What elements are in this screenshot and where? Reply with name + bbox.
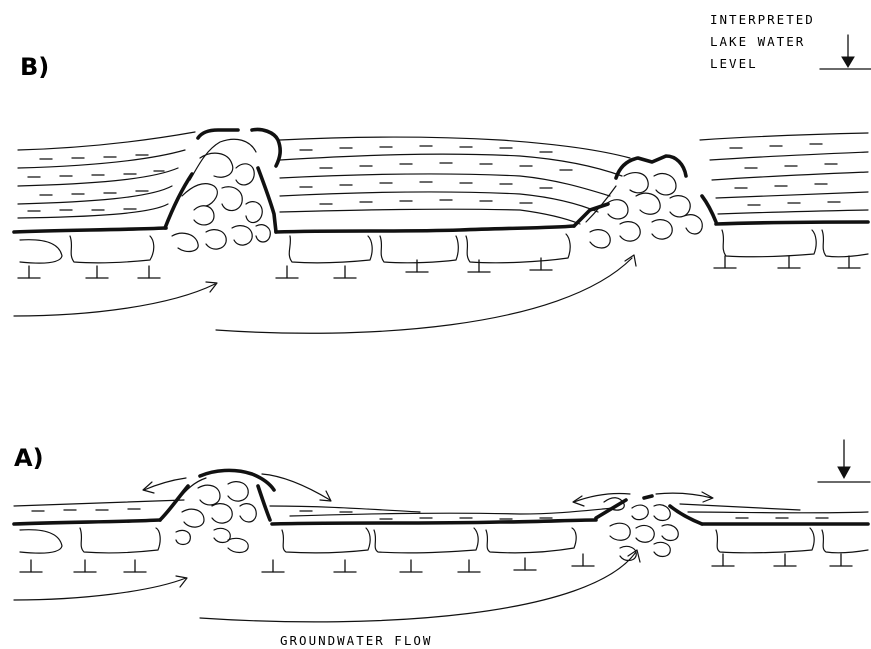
- water-level-arrow-a: [818, 440, 870, 482]
- panel-a-dashes: [32, 509, 828, 519]
- panel-b-bedrock-surface: [14, 204, 868, 232]
- panel-b-groundwater-arrows: [14, 255, 636, 333]
- panel-b-label: B): [20, 53, 49, 81]
- panel-a-mound-left: [160, 470, 274, 552]
- panel-b-mound-left: [165, 129, 280, 251]
- panel-b-mound-right: [586, 156, 716, 248]
- legend-line-2: LAKE WATER: [710, 34, 805, 49]
- legend-line-1: INTERPRETED: [710, 12, 815, 27]
- panel-a-label: A): [14, 444, 44, 472]
- panel-a-mound-right: [596, 496, 702, 561]
- water-level-legend: INTERPRETED LAKE WATER LEVEL: [710, 12, 815, 71]
- water-level-arrow-b: [820, 35, 871, 69]
- panel-a-bedrock-symbols: [20, 554, 852, 572]
- panel-a-bedrock-blocks: [20, 528, 868, 553]
- panel-b-lake-strata: [18, 132, 868, 224]
- panel-a-bedrock-surface: [14, 520, 868, 524]
- panel-a-groundwater-arrows: [14, 550, 640, 622]
- panel-b-bedrock-symbols: [18, 256, 860, 278]
- legend-line-3: LEVEL: [710, 56, 758, 71]
- panel-b-bedrock-blocks: [20, 230, 868, 263]
- panel-a-lake-strata: [14, 500, 868, 516]
- panel-a-discharge-arrows: [143, 474, 713, 506]
- groundwater-flow-label: GROUNDWATER FLOW: [280, 633, 432, 648]
